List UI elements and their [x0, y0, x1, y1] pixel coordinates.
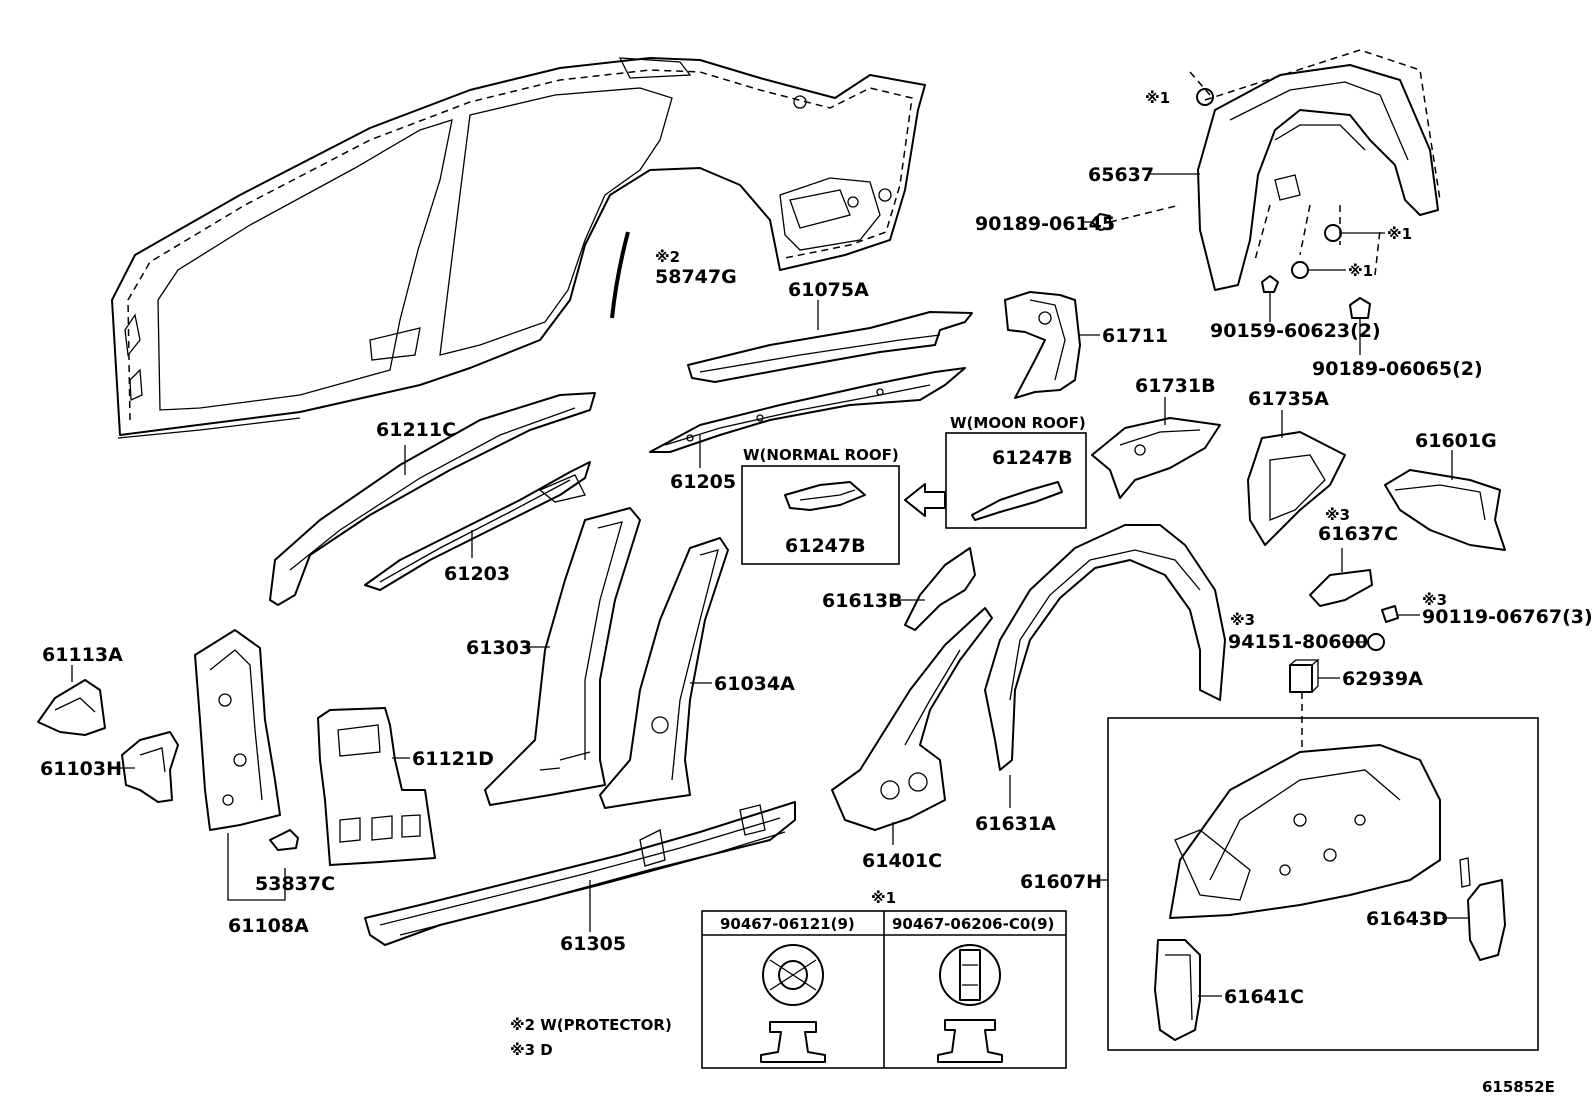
- part-61601g: 61601G: [1384, 430, 1506, 551]
- label-61113a: 61113A: [42, 644, 123, 666]
- part-61113a: 61113A: [37, 644, 123, 736]
- part-61643d: 61643D: [1366, 857, 1506, 961]
- part-61211c: 61211C: [269, 392, 596, 606]
- label-90119-06767: 90119-06767(3): [1422, 606, 1592, 628]
- label-61305: 61305: [560, 933, 626, 955]
- label-mark1-c: ※1: [1348, 262, 1373, 280]
- moon-roof-variant-box: W(MOON ROOF) 61247B: [945, 414, 1087, 529]
- fastener-mark1-right: ※1: [1324, 224, 1412, 243]
- label-61711: 61711: [1102, 325, 1168, 347]
- part-61103h: 61103H: [40, 731, 179, 803]
- label-mark1-a: ※1: [1145, 89, 1170, 107]
- label-61108a: 61108A: [228, 915, 309, 937]
- part-61731b: 61731B: [1091, 375, 1221, 499]
- label-61601g: 61601G: [1415, 430, 1497, 452]
- label-61643d: 61643D: [1366, 908, 1448, 930]
- part-61607h-group: 61607H: [1020, 717, 1539, 1051]
- label-w-moon-roof: W(MOON ROOF): [950, 414, 1086, 432]
- label-94151-80600: 94151-80600: [1228, 631, 1368, 653]
- label-58747g: 58747G: [655, 266, 737, 288]
- label-61075a: 61075A: [788, 279, 869, 301]
- label-62939a: 62939A: [1342, 668, 1423, 690]
- label-90159-60623: 90159-60623(2): [1210, 320, 1381, 342]
- label-61247b-moon: 61247B: [992, 447, 1073, 469]
- label-61641c: 61641C: [1224, 986, 1304, 1008]
- fastener-mark1-top: ※1: [1145, 88, 1214, 107]
- fastener-90119-06767: ※3 90119-06767(3): [1381, 591, 1592, 628]
- part-61075a: 61075A: [687, 279, 973, 383]
- clip-table: ※1 90467-06121(9) 90467-06206-C0(9): [701, 889, 1067, 1069]
- part-62939a: 62939A: [1289, 659, 1423, 752]
- label-61103h: 61103H: [40, 758, 122, 780]
- part-61711: 61711: [1004, 291, 1168, 399]
- part-61121d: 61121D: [317, 707, 494, 866]
- part-61303: 61303: [466, 507, 641, 806]
- part-61401c: 61401C: [831, 607, 993, 872]
- part-61637c: ※3 61637C: [1309, 506, 1398, 607]
- part-61613b: 61613B: [822, 547, 976, 631]
- mark-3-61637c: ※3: [1325, 506, 1350, 524]
- part-65637: 65637: [1088, 49, 1441, 291]
- label-61205: 61205: [670, 471, 736, 493]
- label-61121d: 61121D: [412, 748, 494, 770]
- part-61205: 61205: [649, 367, 966, 493]
- label-90189-06145: 90189-06145: [975, 213, 1115, 235]
- label-90189-06065: 90189-06065(2): [1312, 358, 1483, 380]
- part-61034a: 61034A: [599, 537, 795, 809]
- fastener-90189-06065: 90189-06065(2): [1312, 297, 1483, 380]
- label-61303: 61303: [466, 637, 532, 659]
- label-w-normal-roof: W(NORMAL ROOF): [743, 446, 899, 464]
- part-61735a: 61735A: [1247, 388, 1346, 546]
- part-61641c: 61641C: [1154, 939, 1304, 1041]
- clip-90467-06121-icon: [760, 944, 826, 1063]
- label-61637c: 61637C: [1318, 523, 1398, 545]
- part-61108a: 61108A: [194, 629, 309, 937]
- mark-3-94151: ※3: [1230, 611, 1255, 629]
- part-53837c: 53837C: [255, 829, 335, 895]
- fastener-mark1-mid: ※1: [1291, 261, 1373, 280]
- part-58747g: ※2 58747G: [610, 231, 737, 319]
- label-61735a: 61735A: [1248, 388, 1329, 410]
- label-61203: 61203: [444, 563, 510, 585]
- label-clip-90467-06206: 90467-06206-C0(9): [892, 915, 1054, 933]
- roof-variant-arrow: [904, 483, 946, 517]
- label-61631a: 61631A: [975, 813, 1056, 835]
- fastener-90189-06145: 90189-06145: [975, 213, 1115, 235]
- normal-roof-variant-box: W(NORMAL ROOF) 61247B: [741, 446, 900, 565]
- mark-2-58747g: ※2: [655, 248, 680, 266]
- fastener-90159-60623: 90159-60623(2): [1210, 275, 1381, 342]
- label-clip-90467-06121: 90467-06121(9): [720, 915, 855, 933]
- body-side-outer-panel: [111, 57, 926, 439]
- label-61034a: 61034A: [714, 673, 795, 695]
- label-61731b: 61731B: [1135, 375, 1216, 397]
- label-61247b-normal: 61247B: [785, 535, 866, 557]
- label-53837c: 53837C: [255, 873, 335, 895]
- fastener-94151-80600: ※3 94151-80600: [1228, 611, 1385, 653]
- diagram-id: 615852E: [1482, 1078, 1555, 1096]
- label-61211c: 61211C: [376, 419, 456, 441]
- label-mark1-b: ※1: [1387, 225, 1412, 243]
- label-65637: 65637: [1088, 164, 1154, 186]
- note-d: ※3 D: [510, 1041, 553, 1059]
- label-clip-table-mark: ※1: [871, 889, 896, 907]
- note-protector: ※2 W(PROTECTOR): [510, 1016, 672, 1034]
- part-61631a: 61631A: [975, 524, 1226, 835]
- part-61305: 61305: [364, 801, 796, 955]
- clip-90467-06206-icon: [937, 944, 1003, 1063]
- label-61613b: 61613B: [822, 590, 903, 612]
- mark-3-90119: ※3: [1422, 591, 1447, 609]
- label-61607h: 61607H: [1020, 871, 1102, 893]
- part-61203: 61203: [364, 461, 591, 591]
- label-61401c: 61401C: [862, 850, 942, 872]
